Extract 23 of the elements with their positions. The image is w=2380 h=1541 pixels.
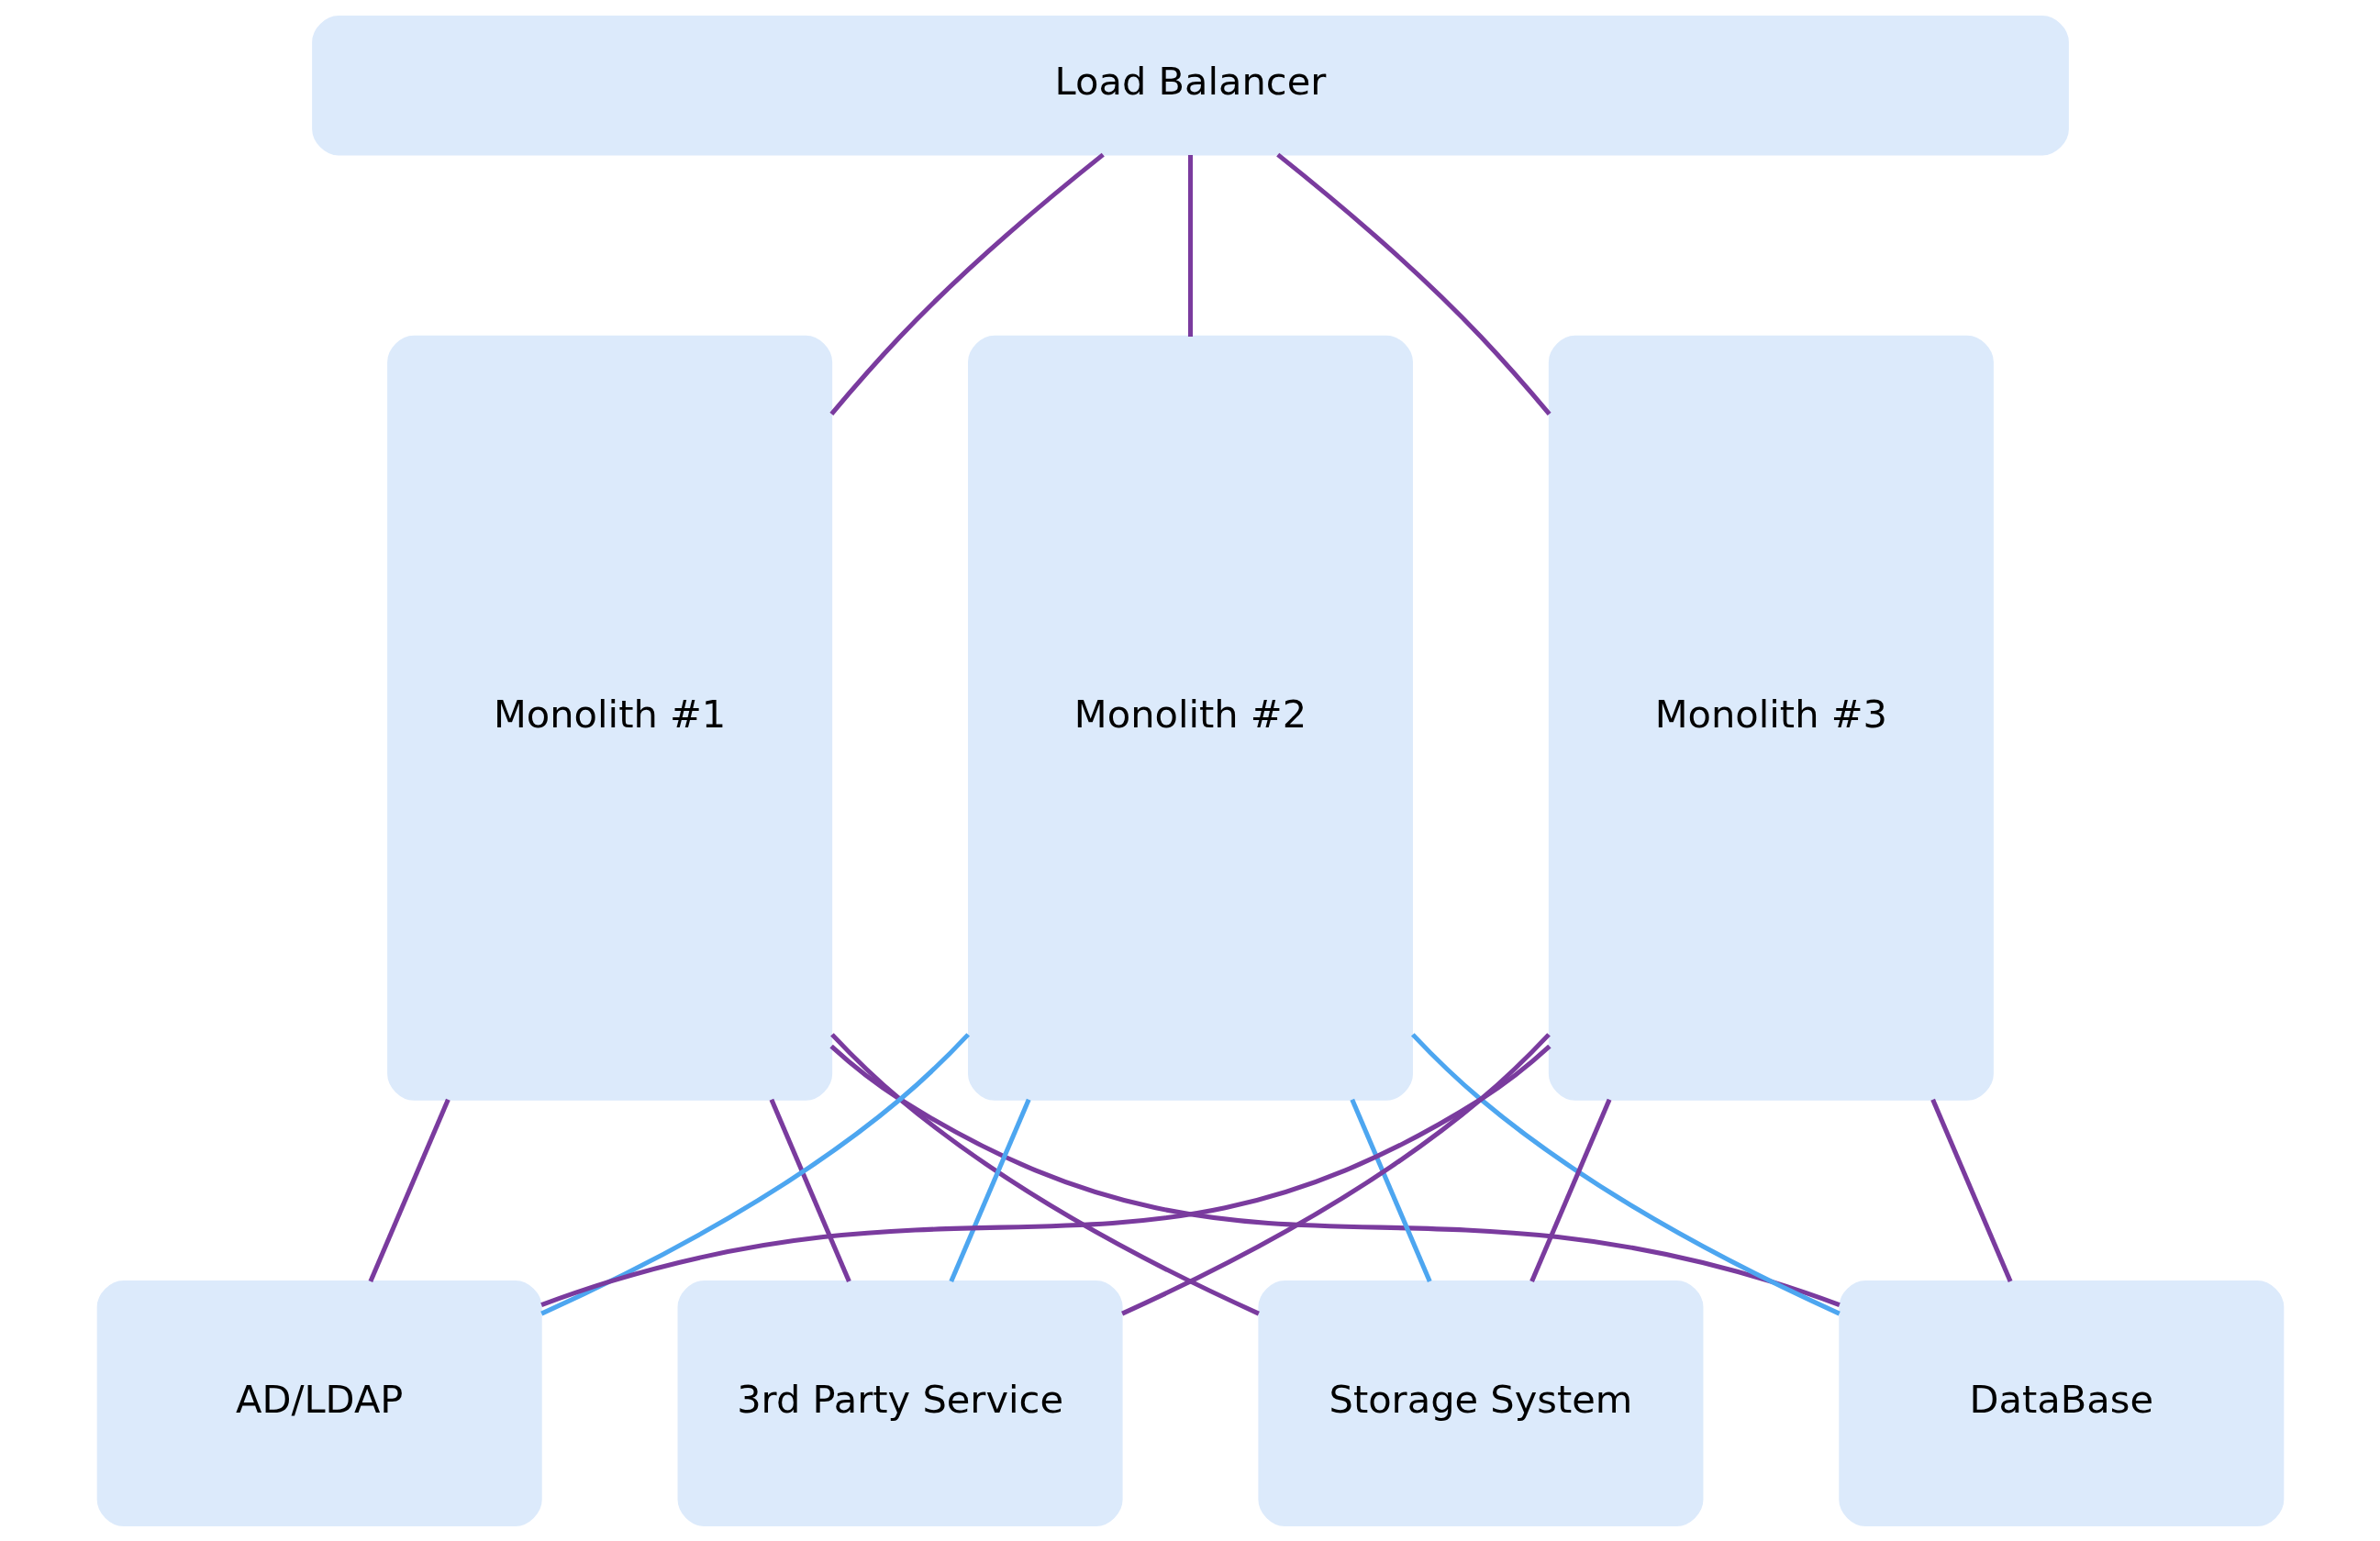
node-box: Monolith #1 xyxy=(386,335,832,1101)
connector xyxy=(1187,154,1193,337)
connector xyxy=(368,1098,450,1282)
connector xyxy=(769,1098,851,1282)
connector xyxy=(1275,152,1551,416)
connector xyxy=(829,1032,1260,1315)
connector xyxy=(829,1044,1841,1307)
node-box: Load Balancer xyxy=(311,15,2069,156)
connector xyxy=(539,1044,1551,1307)
connector xyxy=(1120,1032,1551,1315)
connector xyxy=(1410,1032,1841,1315)
node-box: Storage System xyxy=(1257,1280,1703,1526)
connector xyxy=(948,1098,1031,1282)
connector xyxy=(829,152,1105,416)
node-box: DataBase xyxy=(1838,1280,2284,1526)
connector xyxy=(539,1032,970,1315)
node-box: 3rd Party Service xyxy=(677,1280,1123,1526)
connector xyxy=(1930,1098,2012,1282)
node-box: Monolith #2 xyxy=(967,335,1413,1101)
connector xyxy=(1529,1098,1611,1282)
node-box: AD/LDAP xyxy=(96,1280,542,1526)
connector xyxy=(1349,1098,1432,1282)
node-box: Monolith #3 xyxy=(1548,335,1994,1101)
